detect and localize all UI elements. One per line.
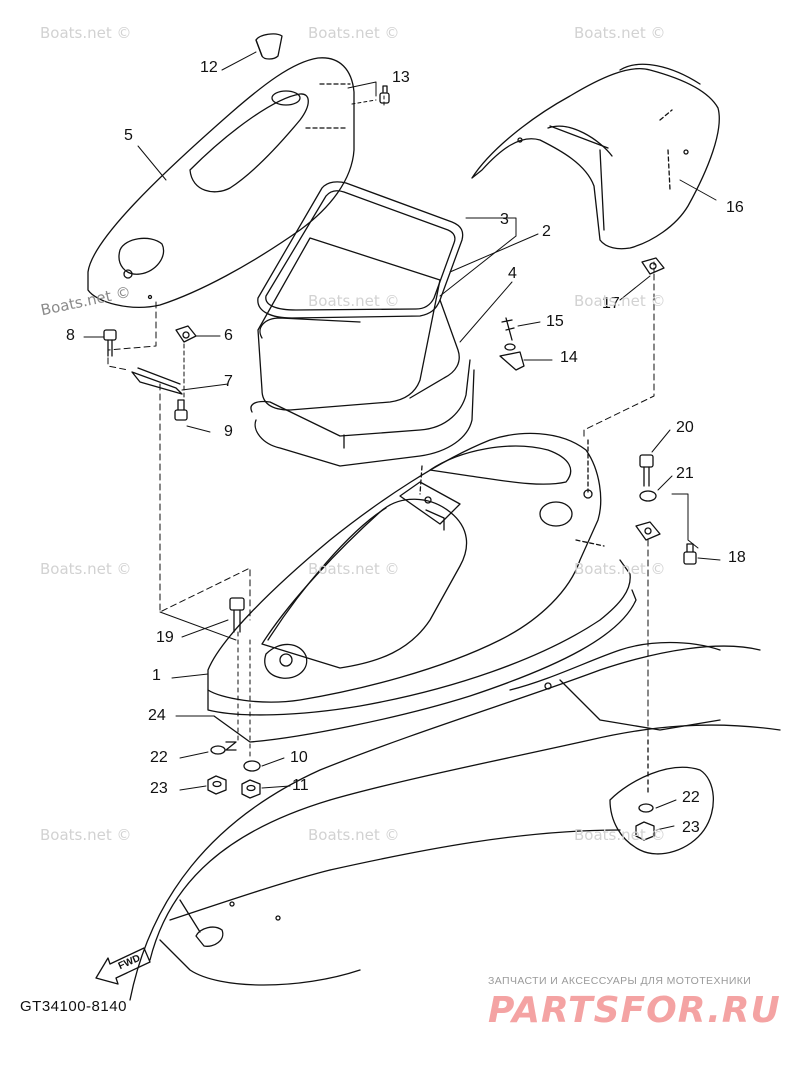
callout-17: 17 [602, 295, 620, 312]
brand-logo: PARTSFOR.RU [488, 990, 781, 1031]
watermark: Boats.net © [40, 826, 132, 844]
callout-6: 6 [224, 327, 233, 344]
watermark: Boats.net © [574, 292, 666, 310]
callout-20: 20 [676, 419, 694, 436]
damper-17 [641, 257, 665, 275]
callout-3: 3 [500, 211, 509, 228]
bolt-13 [379, 85, 390, 104]
watermark: Boats.net © [40, 24, 132, 42]
watermark: Boats.net © [574, 24, 666, 42]
callout-10: 10 [290, 749, 308, 766]
watermark: Boats.net © [574, 826, 666, 844]
callout-4: 4 [508, 265, 517, 282]
callout-7: 7 [224, 373, 233, 390]
deck-part [207, 432, 637, 743]
callout-5: 5 [124, 127, 133, 144]
callout-14: 14 [560, 349, 578, 366]
watermark: Boats.net © [574, 560, 666, 578]
fwd-arrow-icon [95, 947, 151, 985]
hatch-cover-part [87, 57, 355, 308]
hull-part [129, 641, 781, 1001]
callout-19: 19 [156, 629, 174, 646]
callout-11: 11 [292, 777, 309, 794]
callout-22-left: 22 [150, 749, 168, 766]
leader-lines [83, 51, 721, 831]
diagram-code: GT34100-8140 [20, 998, 127, 1015]
callout-15: 15 [546, 313, 564, 330]
callout-23-left: 23 [150, 780, 168, 797]
watermark: Boats.net © [40, 560, 132, 578]
storage-box-part [250, 181, 475, 467]
watermark: Boats.net © [308, 560, 400, 578]
callout-23-right: 23 [682, 819, 700, 836]
bracket-group [103, 325, 197, 421]
callout-24: 24 [148, 707, 166, 724]
latch-group [499, 317, 525, 371]
callout-9: 9 [224, 423, 233, 440]
callout-22-right: 22 [682, 789, 700, 806]
brand-tagline: ЗАПЧАСТИ И АКСЕССУАРЫ ДЛЯ МОТОТЕХНИКИ [488, 975, 752, 987]
callout-21: 21 [676, 465, 694, 482]
callout-13: 13 [392, 69, 410, 86]
hardware-right [635, 454, 697, 565]
callout-12: 12 [200, 59, 218, 76]
callout-1: 1 [152, 667, 161, 684]
watermark: Boats.net © [308, 292, 400, 310]
watermark: Boats.net © [308, 826, 400, 844]
hardware-bottom [207, 597, 261, 799]
callout-2: 2 [542, 223, 551, 240]
cap-part [255, 33, 283, 60]
callout-8: 8 [66, 327, 75, 344]
seat-part [471, 63, 720, 250]
callout-18: 18 [728, 549, 746, 566]
callout-16: 16 [726, 199, 744, 216]
watermark: Boats.net © [308, 24, 400, 42]
